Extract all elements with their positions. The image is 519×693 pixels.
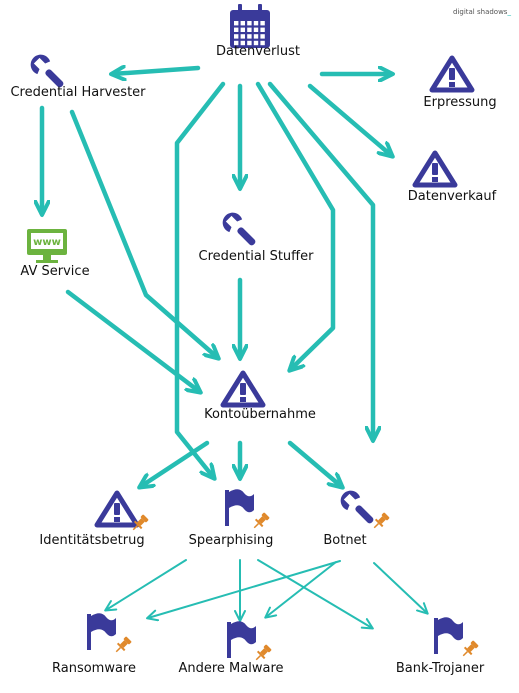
edges-layer bbox=[42, 68, 429, 630]
node-label-andere-malware: Andere Malware bbox=[178, 661, 284, 676]
pin-icon bbox=[462, 640, 479, 657]
node-label-spearphising: Spearphising bbox=[188, 533, 274, 548]
arrow-botnet-to-bank-trojaner bbox=[373, 562, 429, 615]
node-label-credential-stuffer: Credential Stuffer bbox=[198, 249, 314, 264]
node-label-botnet: Botnet bbox=[323, 533, 367, 548]
arrow-credential-harvester-to-kontouebernahme bbox=[69, 109, 218, 358]
node-label-bank-trojaner: Bank-Trojaner bbox=[395, 661, 485, 676]
node-label-av-service: AV Service bbox=[20, 264, 90, 279]
arrow-datenverlust-to-credential-harvester bbox=[112, 68, 201, 74]
arrow-spearphising-to-ransomware bbox=[104, 559, 187, 612]
svg-text:www: www bbox=[33, 237, 61, 248]
node-label-identitaetsbetrug: Identitätsbetrug bbox=[39, 533, 145, 548]
calendar-icon bbox=[230, 4, 270, 48]
warning-triangle-icon bbox=[429, 55, 475, 93]
flag-icon bbox=[227, 621, 256, 658]
arrow-datenverlust-to-datenverkauf bbox=[307, 83, 392, 156]
node-label-kontouebernahme: Kontoübernahme bbox=[204, 407, 316, 422]
wrench-icon bbox=[30, 54, 64, 88]
arrow-datenverlust-to-spearphising bbox=[174, 81, 226, 478]
node-label-erpressung: Erpressung bbox=[423, 95, 497, 110]
arrow-spearphising-to-bank-trojaner bbox=[257, 559, 374, 630]
arrow-botnet-to-ransomware bbox=[146, 560, 341, 622]
wrench-icon bbox=[222, 212, 256, 246]
node-label-datenverlust: Datenverlust bbox=[215, 44, 301, 59]
brand-logo-text: digital shadows bbox=[453, 8, 508, 16]
node-label-datenverkauf: Datenverkauf bbox=[407, 189, 497, 204]
node-label-credential-harvester: Credential Harvester bbox=[10, 85, 146, 100]
arrow-kontouebernahme-to-identitaetsbetrug bbox=[140, 440, 210, 487]
arrow-kontouebernahme-to-botnet bbox=[287, 440, 342, 487]
pin-icon bbox=[373, 512, 390, 529]
pin-icon bbox=[132, 514, 149, 531]
brand-logo-cursor: _ bbox=[507, 8, 511, 16]
pin-icon bbox=[255, 644, 272, 661]
icons-layer: www bbox=[27, 4, 479, 661]
pin-icon bbox=[115, 636, 132, 653]
arrow-botnet-to-andere-malware bbox=[264, 561, 337, 619]
warning-triangle-icon bbox=[412, 150, 458, 188]
arrow-av-service-to-kontouebernahme bbox=[65, 289, 200, 392]
pin-icon bbox=[253, 512, 270, 529]
flag-icon bbox=[434, 617, 463, 654]
warning-triangle-icon bbox=[220, 370, 266, 408]
brand-logo: digital shadows_ bbox=[453, 8, 511, 16]
flag-icon bbox=[87, 613, 116, 650]
arrow-datenverlust-to-kontouebernahme bbox=[255, 81, 336, 370]
warning-triangle-icon bbox=[94, 490, 140, 528]
wrench-icon bbox=[340, 490, 374, 524]
www-monitor-icon: www bbox=[27, 229, 67, 263]
node-label-ransomware: Ransomware bbox=[52, 661, 136, 676]
flag-icon bbox=[225, 489, 254, 526]
arrow-datenverlust-to-botnet bbox=[267, 81, 373, 440]
